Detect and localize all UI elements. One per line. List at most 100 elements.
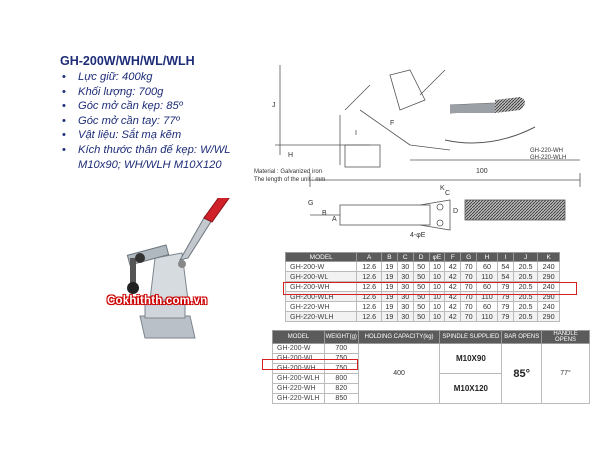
col-k: K [537, 252, 560, 262]
table-row: GH-200-WLH 800 M10X120 [272, 373, 590, 404]
value-cell: 19 [380, 301, 398, 312]
dim-label-g: G [308, 200, 313, 207]
model-cell: GH-220-WH [284, 301, 358, 312]
model-cell: GH-220-WLH [284, 311, 358, 322]
value-cell: 79 [496, 301, 514, 312]
col-h: H [476, 252, 498, 262]
spec-bar-angle: Góc mở cần kẹp: 85º [60, 99, 275, 114]
value-cell: 60 [476, 301, 498, 312]
col-spindle: SPINDLE SUPPLIED [439, 330, 503, 344]
clamp-product-photo [126, 198, 230, 339]
value-cell: 50 [412, 311, 430, 322]
value-cell: 42 [444, 311, 462, 322]
highlight-box-dimension [283, 282, 577, 295]
value-cell: 54 [496, 271, 514, 282]
model-cell: GH-200-WL [284, 271, 358, 282]
dim-label-b: B [322, 210, 327, 217]
value-cell: 19 [380, 261, 398, 272]
value-cell: 42 [444, 271, 462, 282]
value-cell: 30 [396, 271, 414, 282]
spec-material: Vật liệu: Sắt mạ kẽm [60, 128, 275, 143]
value-cell: 20.5 [512, 261, 539, 272]
dim-label-e: 4-φE [410, 232, 426, 239]
col-a: A [356, 252, 382, 262]
spec-base-size: Kích thước thân đế kẹp: W/WL M10x90; WH/… [60, 143, 275, 172]
col-j: J [512, 252, 539, 262]
value-cell: 70 [460, 271, 478, 282]
value-cell: 19 [380, 311, 398, 322]
dim-label-100: 100 [476, 168, 488, 175]
dim-label-j: J [272, 102, 276, 109]
value-cell: 290 [537, 271, 560, 282]
model-cell: GH-200-W [272, 343, 325, 354]
value-cell: 50 [412, 261, 430, 272]
spec-handle-angle: Góc mở cần tay: 77º [60, 114, 275, 129]
col-g: G [460, 252, 478, 262]
spec-holding-force: Lực giữ: 400kg [60, 70, 275, 85]
col-weight: WEIGHT(g) [323, 330, 359, 344]
value-cell: 70 [460, 301, 478, 312]
unit-note: The length of the unit : mm [254, 177, 326, 183]
value-cell: 110 [476, 271, 498, 282]
spec-weight: Khối lượng: 700g [60, 85, 275, 100]
value-cell: 110 [476, 311, 498, 322]
value-cell: 30 [396, 301, 414, 312]
weight-cell: 820 [323, 383, 359, 394]
dim-label-c: C [445, 190, 450, 197]
value-cell: 240 [537, 261, 560, 272]
spindle-cell-2: M10X120 [439, 373, 503, 404]
value-cell: 12.6 [356, 271, 382, 282]
spec-table: MODEL WEIGHT(g) HOLDING CAPACITY(kg) SPI… [272, 330, 590, 404]
value-cell: 60 [476, 261, 498, 272]
weight-cell: 700 [323, 343, 359, 354]
col-bar-opens: BAR OPENS [501, 330, 543, 344]
spec-table-header: MODEL WEIGHT(g) HOLDING CAPACITY(kg) SPI… [272, 330, 590, 344]
col-i: I [496, 252, 514, 262]
value-cell: 79 [496, 311, 514, 322]
dim-label-f: F [390, 120, 394, 127]
holding-capacity-cell: 400 [357, 343, 441, 404]
value-cell: 10 [428, 271, 446, 282]
value-cell: 240 [537, 301, 560, 312]
table-row: GH-200-W 700 400 M10X90 85° 77° [272, 343, 590, 404]
value-cell: 54 [496, 261, 514, 272]
watermark-logo: Cokhithth.com.vn [107, 295, 208, 307]
drawing-notes: Material : Galvanized iron The length of… [254, 168, 325, 184]
col-model: MODEL [272, 330, 325, 344]
dim-label-h: H [288, 152, 293, 159]
table-row: GH-220-WLH 850 [272, 393, 590, 404]
value-cell: 10 [428, 261, 446, 272]
col-handle-opens: HANDLE OPENS [541, 330, 590, 344]
dim-label-i: I [355, 130, 357, 137]
material-note: Material : Galvanized iron [254, 169, 323, 175]
spindle-cell-1: M10X90 [439, 343, 503, 374]
value-cell: 20.5 [512, 271, 539, 282]
value-cell: 19 [380, 271, 398, 282]
bar-opens-cell: 85° [501, 343, 543, 404]
weight-cell: 800 [323, 373, 359, 384]
spec-list: Lực giữ: 400kg Khối lượng: 700g Góc mở c… [60, 70, 275, 172]
col-d: D [412, 252, 430, 262]
value-cell: 12.6 [356, 311, 382, 322]
dim-label-a: A [332, 216, 337, 223]
value-cell: 10 [428, 311, 446, 322]
highlight-box-spec [262, 359, 358, 370]
col-f: F [444, 252, 462, 262]
model-cell: GH-200-WLH [272, 373, 325, 384]
value-cell: 10 [428, 301, 446, 312]
dim-label-k: K [440, 185, 445, 192]
product-title: GH-200W/WH/WL/WLH [60, 54, 195, 68]
col-c: C [396, 252, 414, 262]
drawing-model-label-1: GH-220-WH [530, 148, 563, 154]
value-cell: 70 [460, 261, 478, 272]
col-b: B [380, 252, 398, 262]
value-cell: 30 [396, 311, 414, 322]
col-e: φE [428, 252, 446, 262]
value-cell: 20.5 [512, 301, 539, 312]
value-cell: 20.5 [512, 311, 539, 322]
weight-cell: 850 [323, 393, 359, 404]
